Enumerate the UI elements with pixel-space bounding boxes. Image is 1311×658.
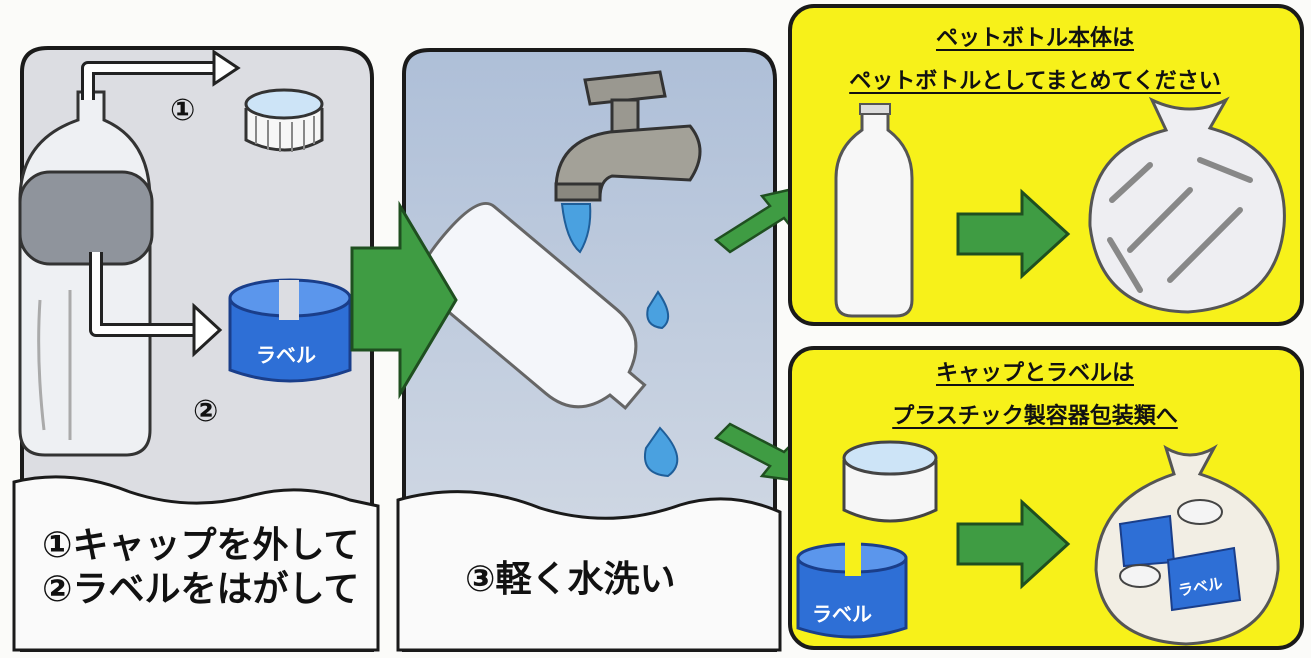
arrow-head-2 <box>192 302 223 358</box>
panel-4 <box>788 346 1304 650</box>
label-band-icon <box>228 278 352 383</box>
water-drop-icon <box>646 290 669 330</box>
big-arrow-icon <box>350 200 458 400</box>
bag-of-bottles-icon <box>1088 96 1286 314</box>
pet-bottle-icon <box>834 103 914 318</box>
caption-area-1 <box>12 475 380 652</box>
bottle-panel-title-line2: ペットボトルとしてまとめてください <box>849 69 1221 94</box>
bottle-panel-title-line1: ペットボトル本体は <box>935 26 1134 51</box>
panel-2 <box>396 48 782 652</box>
step-1-number: ① <box>170 93 196 128</box>
water-stream-icon <box>560 203 592 254</box>
step-1-caption: ①キャップを外して <box>42 525 360 566</box>
cap-icon <box>842 440 938 523</box>
arrow-head-1 <box>212 49 241 87</box>
label-band-text-2: ラベル <box>812 602 872 626</box>
cap-label-panel-title-line2: プラスチック製容器包装類へ <box>892 404 1178 429</box>
bottle-with-label-icon <box>18 90 154 457</box>
arrow-right-icon-2 <box>956 498 1071 590</box>
step-2-number: ② <box>193 394 219 429</box>
panel-3 <box>788 4 1304 326</box>
bottle-cap-icon <box>244 88 324 152</box>
cap-label-panel-title-line1: キャップとラベルは <box>935 361 1134 386</box>
label-band-icon-2 <box>796 540 908 639</box>
bag-of-caps-labels-icon <box>1094 444 1280 646</box>
bottle-washing-icon <box>417 201 647 411</box>
arrow-right-icon <box>956 188 1071 280</box>
label-band-text: ラベル <box>256 343 316 367</box>
faucet-icon <box>554 70 702 202</box>
caption-area-2 <box>396 490 782 652</box>
step-3-caption: ③軽く水洗い <box>465 559 676 600</box>
step-2-caption: ②ラベルをはがして <box>42 569 360 610</box>
panel-1 <box>12 46 380 652</box>
water-drop-icon <box>644 426 679 478</box>
